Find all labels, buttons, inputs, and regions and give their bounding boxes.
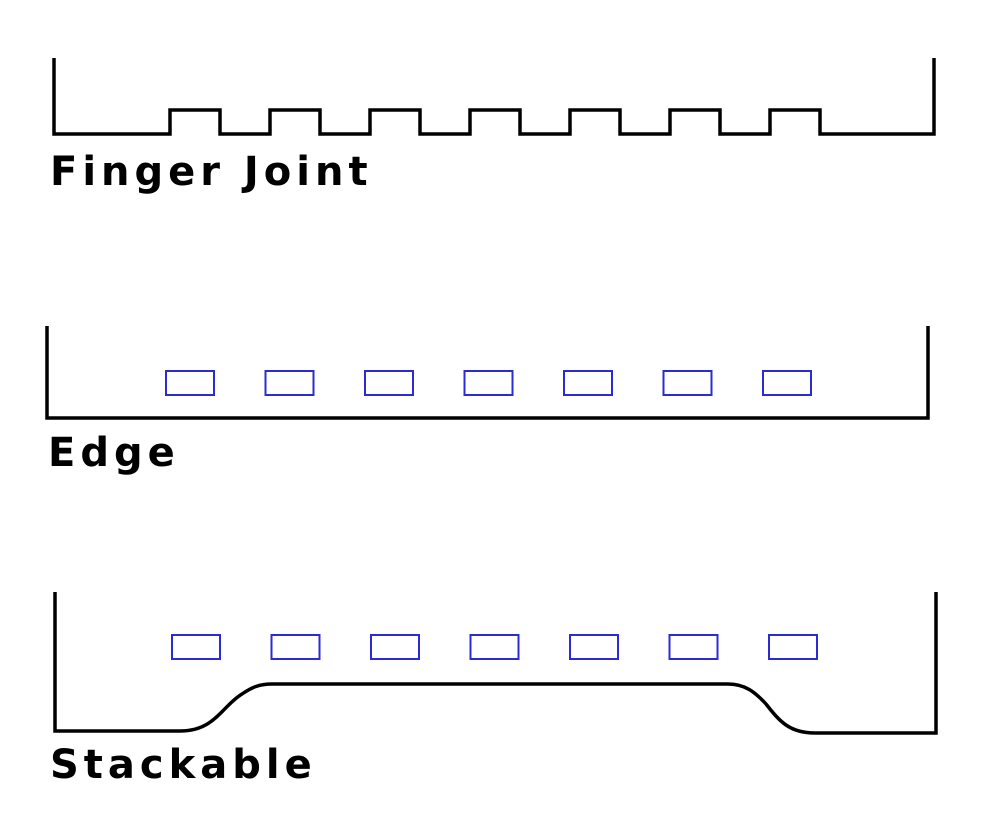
edge-slot bbox=[762, 370, 812, 396]
edge-label: Edge bbox=[48, 430, 180, 476]
edge-slot bbox=[264, 370, 315, 396]
edge-slot bbox=[563, 370, 613, 396]
stackable-label: Stackable bbox=[50, 742, 317, 788]
stackable-slots bbox=[171, 634, 818, 660]
edge-slot bbox=[165, 370, 215, 396]
edge-outline bbox=[45, 326, 930, 420]
stackable-slot bbox=[270, 634, 321, 660]
finger-joint-outline bbox=[52, 58, 936, 136]
finger-joint-panel: Finger Joint bbox=[50, 58, 936, 195]
stackable-panel: Stackable bbox=[50, 592, 938, 788]
finger-joint-label: Finger Joint bbox=[50, 149, 373, 195]
edge-slot bbox=[662, 370, 713, 396]
stackable-slot bbox=[469, 634, 520, 660]
stackable-outline bbox=[53, 592, 938, 735]
stackable-slot bbox=[569, 634, 619, 660]
edge-slot bbox=[463, 370, 514, 396]
stackable-slot bbox=[768, 634, 818, 660]
stackable-slot bbox=[668, 634, 719, 660]
edge-slots bbox=[165, 370, 812, 396]
stackable-slot bbox=[171, 634, 221, 660]
edge-slot bbox=[364, 370, 414, 396]
stackable-slot bbox=[370, 634, 420, 660]
edge-panel: Edge bbox=[45, 326, 930, 476]
